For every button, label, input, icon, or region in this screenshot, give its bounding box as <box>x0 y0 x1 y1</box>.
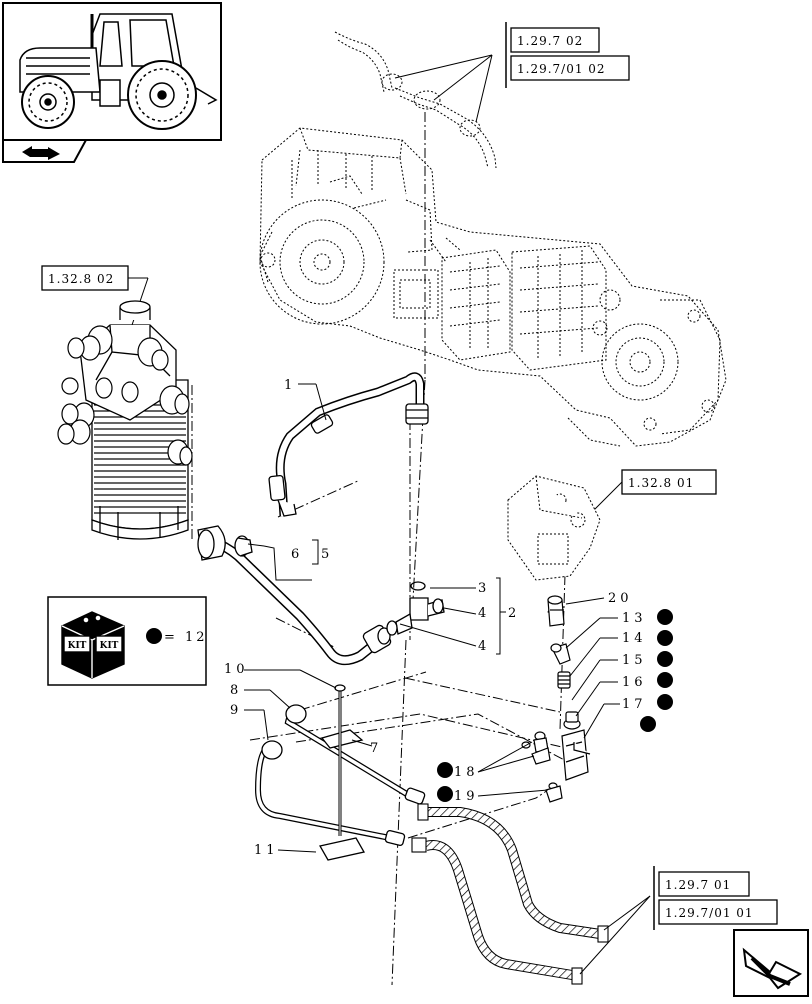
right-fittings[interactable] <box>521 595 591 803</box>
top-leader-lines <box>394 54 493 123</box>
braided-hoses[interactable] <box>411 803 609 985</box>
ref-label-right-mid: 1.32.8 01 <box>628 476 694 490</box>
callout-leaders <box>244 383 620 853</box>
callout-7[interactable]: 7 <box>370 741 378 756</box>
axis-lines <box>191 112 569 986</box>
callout-3[interactable]: 3 <box>478 581 486 596</box>
callout-8[interactable]: 8 <box>230 683 238 698</box>
callout-6[interactable]: 6 <box>291 547 299 562</box>
kit-label-right: KIT <box>100 641 119 651</box>
callout-18[interactable]: 18 <box>454 765 479 780</box>
callout-19[interactable]: 19 <box>454 789 479 804</box>
callout-15[interactable]: 15 <box>622 653 647 668</box>
kit-legend[interactable]: KIT KIT = 12 <box>47 596 208 686</box>
filled-dot-icon <box>437 786 453 802</box>
callout-17[interactable]: 17 <box>622 697 647 712</box>
ref-label-top-a: 1.29.7 02 <box>517 34 583 48</box>
transmission-housing <box>259 127 727 447</box>
ref-label-left: 1.32.8 02 <box>48 272 114 286</box>
callout-9[interactable]: 9 <box>230 703 238 718</box>
top-breather-pipe <box>334 31 497 169</box>
reference-box-bottom[interactable]: 1.29.7 01 1.29.7/01 01 <box>653 866 778 930</box>
hose-1[interactable] <box>268 372 429 517</box>
callout-2[interactable]: 2 <box>508 606 516 621</box>
reference-box-right-mid[interactable]: 1.32.8 01 <box>583 469 717 521</box>
callout-labels: 1 2 3 4 4 5 6 7 8 9 10 11 20 13 14 15 16… <box>224 378 647 858</box>
ref-label-bottom-b: 1.29.7/01 01 <box>665 906 754 920</box>
filled-dot-icon <box>657 694 673 710</box>
kit-markers <box>437 609 673 802</box>
callout-13[interactable]: 13 <box>622 611 647 626</box>
filled-dot-icon <box>146 628 162 644</box>
ref-label-bottom-a: 1.29.7 01 <box>665 878 731 892</box>
filled-dot-icon <box>657 609 673 625</box>
callout-1[interactable]: 1 <box>284 378 292 393</box>
kit-legend-text: = 12 <box>164 630 208 645</box>
callout-4a[interactable]: 4 <box>478 606 486 621</box>
pump-body <box>507 475 601 581</box>
kit-label-left: KIT <box>68 641 87 651</box>
filled-dot-icon <box>640 716 656 732</box>
hose-5[interactable] <box>197 525 392 666</box>
rigid-pipes[interactable] <box>254 684 426 861</box>
callout-16[interactable]: 16 <box>622 675 647 690</box>
next-arrow-icon[interactable] <box>733 929 809 997</box>
filled-dot-icon <box>657 630 673 646</box>
callout-20[interactable]: 20 <box>608 591 633 606</box>
ref-label-top-b: 1.29.7/01 02 <box>517 62 606 76</box>
tee-fitting[interactable] <box>386 581 445 636</box>
tractor-thumbnail[interactable] <box>2 2 222 163</box>
back-arrow-icon[interactable] <box>2 139 88 163</box>
callout-14[interactable]: 14 <box>622 631 647 646</box>
reference-box-top[interactable]: 1.29.7 02 1.29.7/01 02 <box>505 22 630 88</box>
filled-dot-icon <box>657 651 673 667</box>
callout-10[interactable]: 10 <box>224 662 249 677</box>
filled-dot-icon <box>437 762 453 778</box>
callout-4b[interactable]: 4 <box>478 639 486 654</box>
filled-dot-icon <box>657 672 673 688</box>
callout-5[interactable]: 5 <box>321 547 329 562</box>
reference-box-left[interactable]: 1.32.8 02 <box>41 265 149 326</box>
kit-box-icon <box>61 611 125 679</box>
filter-housing <box>57 300 193 540</box>
tractor-icon <box>19 13 218 130</box>
bottom-leader-lines <box>579 895 651 975</box>
callout-11[interactable]: 11 <box>254 843 279 858</box>
